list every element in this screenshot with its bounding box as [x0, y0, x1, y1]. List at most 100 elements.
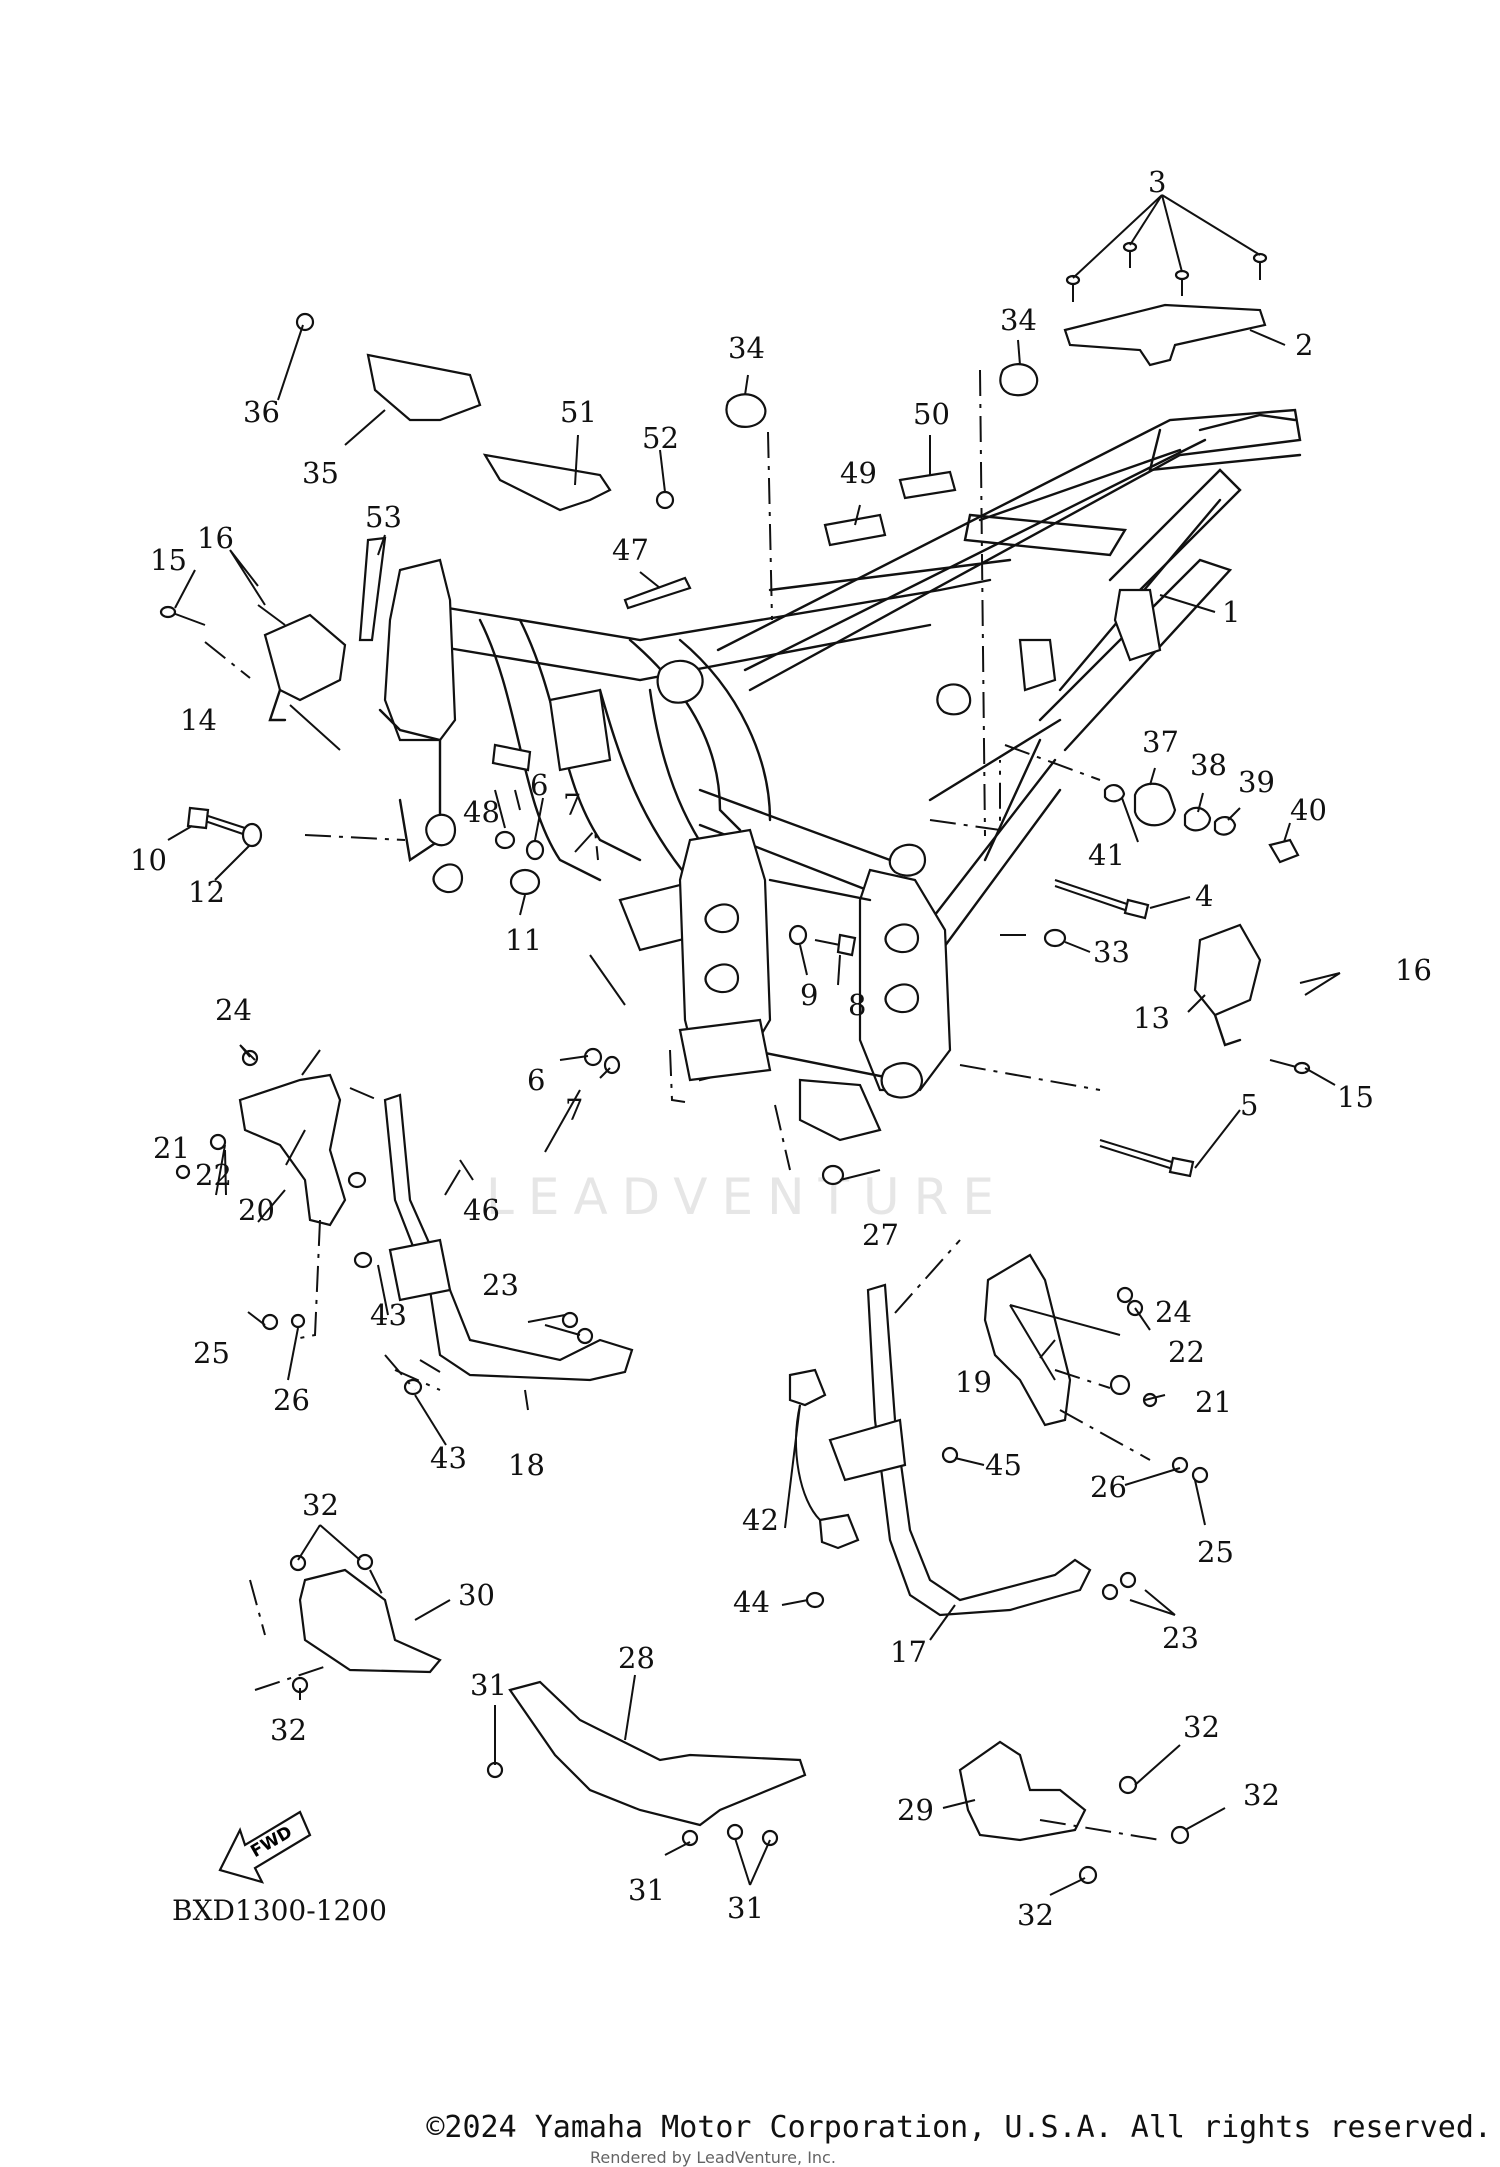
label-48	[491, 743, 532, 772]
bracket-51	[482, 453, 612, 512]
bolt-15-right	[1269, 1059, 1311, 1075]
callout-10: 10	[130, 843, 167, 877]
washer-7-upper	[525, 839, 545, 861]
callout-47: 47	[612, 533, 649, 567]
callout-9: 9	[800, 978, 818, 1012]
diagram-code: BXD1300-1200	[172, 1894, 387, 1927]
callout-7-upper: 7	[563, 788, 581, 822]
callout-14: 14	[180, 703, 217, 737]
bolt-36	[295, 312, 315, 332]
grommet-34-left	[725, 393, 767, 428]
skid-plate-29	[958, 1740, 1087, 1842]
downtube-18	[383, 1093, 634, 1382]
callout-43-upper: 43	[370, 1298, 407, 1332]
callout-6-lower: 6	[527, 1063, 545, 1097]
bracket-35	[366, 353, 482, 422]
label-49	[823, 513, 887, 547]
nut-41	[1103, 784, 1126, 803]
nut-6-upper	[494, 830, 516, 850]
callout-23-right: 23	[1162, 1621, 1199, 1655]
clip-42-upper	[788, 1368, 827, 1407]
bolt-8	[814, 933, 857, 957]
callout-34-left: 34	[728, 331, 765, 365]
callout-28: 28	[618, 1641, 655, 1675]
collar-38	[1183, 806, 1212, 832]
callout-35: 35	[302, 456, 339, 490]
callout-41: 41	[1088, 838, 1125, 872]
callout-22-left: 22	[195, 1158, 232, 1192]
callout-46: 46	[463, 1193, 500, 1227]
bolt-40	[1268, 838, 1300, 864]
callout-21-left: 21	[153, 1131, 190, 1165]
callout-31-right: 31	[727, 1891, 764, 1925]
callout-31-mid: 31	[628, 1873, 665, 1907]
callout-32-c: 32	[1183, 1710, 1220, 1744]
collar-37	[1133, 782, 1177, 827]
bolt-52	[655, 490, 675, 510]
callout-39: 39	[1238, 765, 1275, 799]
callout-29: 29	[897, 1793, 934, 1827]
callout-32-e: 32	[1017, 1898, 1054, 1932]
callout-2: 2	[1295, 328, 1313, 362]
collar-39	[1213, 816, 1237, 836]
callout-45: 45	[985, 1448, 1022, 1482]
callout-labels: 1 2 3 4 5 6 6 7 7 8 9 10 11 12 13 14 15 …	[130, 165, 1432, 1932]
rendered-by-credit: Rendered by LeadVenture, Inc.	[590, 2148, 836, 2167]
callout-36: 36	[243, 395, 280, 429]
callout-7-lower: 7	[565, 1093, 583, 1127]
leader-lines	[167, 194, 1341, 1896]
callout-30: 30	[458, 1578, 495, 1612]
callout-33: 33	[1093, 935, 1130, 969]
callout-31-left: 31	[470, 1668, 507, 1702]
callout-43-lower: 43	[430, 1441, 467, 1475]
bracket-13	[1193, 923, 1262, 1017]
callout-8: 8	[848, 988, 866, 1022]
callout-15-right: 15	[1337, 1080, 1374, 1114]
callout-26-right: 26	[1090, 1470, 1127, 1504]
bolt-10	[186, 806, 246, 835]
callout-1: 1	[1222, 595, 1240, 629]
callout-16-right: 16	[1395, 953, 1432, 987]
callout-37: 37	[1142, 725, 1179, 759]
bracket-14	[263, 613, 347, 702]
callout-13: 13	[1133, 1001, 1170, 1035]
dashed-leaders	[204, 369, 1161, 1841]
callout-26-left: 26	[273, 1383, 310, 1417]
callout-21-right: 21	[1195, 1385, 1232, 1419]
long-bolt-4	[1054, 879, 1150, 920]
callout-19: 19	[955, 1365, 992, 1399]
callout-42: 42	[742, 1503, 779, 1537]
bracket-19	[983, 1253, 1072, 1427]
callout-52: 52	[642, 421, 679, 455]
label-50	[898, 470, 957, 500]
callout-11: 11	[505, 923, 542, 957]
nut-27	[821, 1164, 845, 1186]
fwd-arrow: FWD	[218, 1810, 312, 1884]
long-bolt-5	[1099, 1139, 1195, 1178]
callout-17: 17	[890, 1635, 927, 1669]
downtube-17	[866, 1283, 1092, 1617]
callout-16-left: 16	[197, 521, 234, 555]
callout-32-b: 32	[270, 1713, 307, 1747]
label-47	[623, 576, 692, 610]
screws-3	[1065, 241, 1268, 302]
seat-bracket-2	[1063, 303, 1267, 367]
callout-34-right: 34	[1000, 303, 1037, 337]
callout-25-left: 25	[193, 1336, 230, 1370]
leadventure-watermark: LEADVENTURE	[486, 1168, 1008, 1226]
bolt-15-left	[159, 605, 206, 626]
bracket-20	[238, 1073, 347, 1227]
skid-plate-28	[508, 1680, 807, 1827]
grommet-34-right	[999, 363, 1039, 397]
callout-23-left: 23	[482, 1268, 519, 1302]
callout-51: 51	[560, 395, 597, 429]
copyright-notice: ©2024 Yamaha Motor Corporation, U.S.A. A…	[426, 2110, 1492, 2145]
callout-12: 12	[188, 875, 225, 909]
skid-plate-30	[298, 1568, 442, 1674]
callout-15-left: 15	[150, 543, 187, 577]
callout-49: 49	[840, 456, 877, 490]
callout-22-right: 22	[1168, 1335, 1205, 1369]
callout-50: 50	[913, 397, 950, 431]
callout-24-left: 24	[215, 993, 252, 1027]
clip-42-lower	[818, 1513, 860, 1550]
